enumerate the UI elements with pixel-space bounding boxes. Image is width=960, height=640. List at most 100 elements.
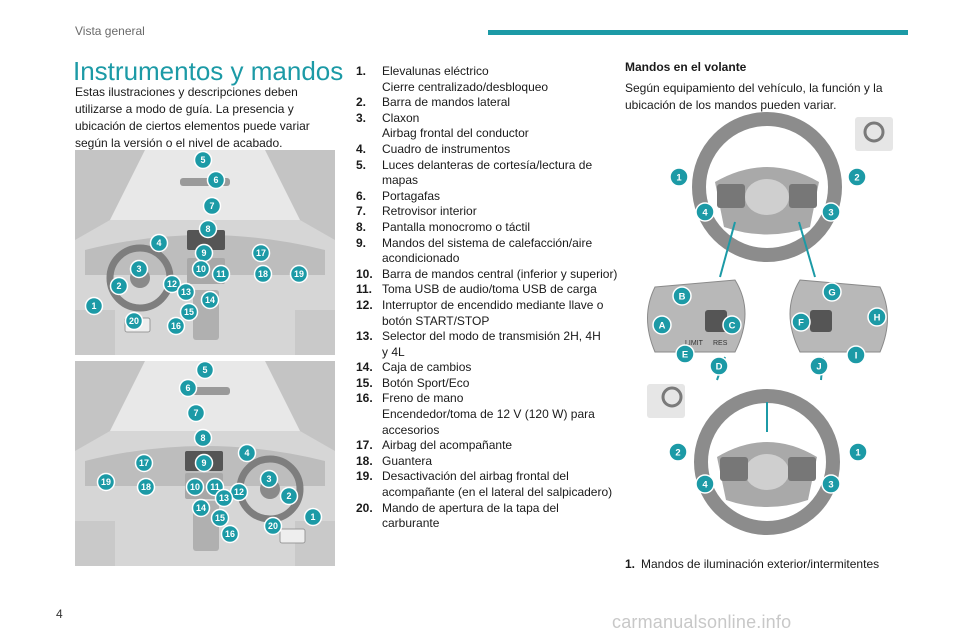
callout-bubble: 20 xyxy=(124,311,144,331)
steering-wheel-lhd xyxy=(692,112,893,278)
legend-item-line: Guantera xyxy=(382,453,433,468)
legend-item: 4.Cuadro de instrumentos xyxy=(356,142,621,158)
callout-label: 17 xyxy=(139,458,149,468)
callout-label: 6 xyxy=(186,383,191,393)
left-switch-pad: LIMIT RES xyxy=(647,279,746,353)
callout-bubble: A xyxy=(652,315,672,335)
callout-bubble: 11 xyxy=(211,264,231,284)
legend-item: 12.Interruptor de encendido mediante lla… xyxy=(356,298,621,329)
legend-item-number: 9. xyxy=(356,235,367,250)
legend-item-line: Barra de mandos central (inferior y supe… xyxy=(382,266,618,281)
legend-item-line: botón START/STOP xyxy=(382,313,490,328)
legend-item-number: 16. xyxy=(356,391,373,406)
legend-item-number: 15. xyxy=(356,375,373,390)
callout-label: 6 xyxy=(214,175,219,185)
callout-bubble: G xyxy=(822,282,842,302)
callout-bubble: 1 xyxy=(669,167,689,187)
legend-item: 9. Mandos del sistema de calefacción/aire… xyxy=(356,236,621,267)
callout-label: A xyxy=(659,320,666,331)
legend-item: 5.Luces delanteras de cortesía/lectura d… xyxy=(356,158,621,189)
legend-item-number: 14. xyxy=(356,360,373,375)
callout-bubble: 15 xyxy=(210,508,230,528)
callout-bubble: 2 xyxy=(668,442,688,462)
callout-label: 12 xyxy=(234,487,244,497)
callout-label: 10 xyxy=(196,264,206,274)
callout-bubble: 8 xyxy=(198,219,218,239)
legend-item-line: Retrovisor interior xyxy=(382,204,477,219)
callout-bubble: 13 xyxy=(176,282,196,302)
right-switch-pad xyxy=(789,279,888,353)
callout-bubble: 20 xyxy=(263,516,283,536)
legend-item-text: Barra de mandos central (inferior y supe… xyxy=(382,267,621,283)
callout-label: 4 xyxy=(245,448,250,458)
limit-label: LIMIT xyxy=(685,340,704,347)
callout-label: 12 xyxy=(167,279,177,289)
callout-label: F xyxy=(798,317,804,328)
legend-item-text: Pantalla monocromo o táctil xyxy=(382,220,621,236)
callout-bubble: 18 xyxy=(253,264,273,284)
legend-item-line: Airbag frontal del conductor xyxy=(382,126,529,141)
intro-paragraph: Estas ilustraciones y descripciones debe… xyxy=(75,85,310,150)
legend-item-text: Airbag del acompañante xyxy=(382,438,621,454)
legend-item: 15. Botón Sport/Eco xyxy=(356,376,621,392)
callout-bubble: 19 xyxy=(289,264,309,284)
legend-item-line: Selector del modo de transmisión 2H, 4H xyxy=(382,329,601,344)
callout-label: 1 xyxy=(676,172,681,183)
legend-item-text: Caja de cambios xyxy=(382,360,621,376)
callout-label: 16 xyxy=(171,321,181,331)
callout-label: 8 xyxy=(206,224,211,234)
legend-item: 8.Pantalla monocromo o táctil xyxy=(356,220,621,236)
legend-item: 13.Selector del modo de transmisión 2H, … xyxy=(356,329,621,360)
callout-label: 13 xyxy=(181,287,191,297)
legend-item: 18.Guantera xyxy=(356,454,621,470)
legend-item-line: Mandos del sistema de calefacción/aire xyxy=(382,235,593,250)
callout-bubble: 1 xyxy=(848,442,868,462)
callout-label: G xyxy=(828,287,835,298)
callout-label: 3 xyxy=(267,474,272,484)
callout-label: 15 xyxy=(215,513,225,523)
callout-label: 2 xyxy=(287,491,292,501)
callout-bubble: 7 xyxy=(202,196,222,216)
callout-label: 14 xyxy=(196,503,206,513)
legend-item-number: 11. xyxy=(356,282,373,297)
callout-label: 1 xyxy=(92,301,97,311)
legend-item-line: Claxon xyxy=(382,110,420,125)
callout-bubble: I xyxy=(846,345,866,365)
callout-bubble: 16 xyxy=(220,524,240,544)
callout-label: 17 xyxy=(256,248,266,258)
callout-bubble: 18 xyxy=(136,477,156,497)
callout-bubble: 1 xyxy=(84,296,104,316)
callout-bubble: J xyxy=(809,356,829,376)
callout-bubble: 6 xyxy=(178,378,198,398)
callout-bubble: 5 xyxy=(195,361,215,380)
callout-bubble: C xyxy=(722,315,742,335)
callout-label: B xyxy=(679,291,686,302)
legend-item-number: 17. xyxy=(356,438,373,453)
legend-item-line: Toma USB de audio/toma USB de carga xyxy=(382,282,597,297)
legend-item-line: Airbag del acompañante xyxy=(382,438,513,453)
callout-label: 3 xyxy=(828,479,833,490)
callout-bubble: 3 xyxy=(821,202,841,222)
legend-item: 11. Toma USB de audio/toma USB de carga xyxy=(356,282,621,298)
callout-bubble: 19 xyxy=(96,472,116,492)
callout-bubble: B xyxy=(672,286,692,306)
callout-label: 5 xyxy=(201,155,206,165)
callout-bubble: 14 xyxy=(191,498,211,518)
wheel-section-text: Según equipamiento del vehículo, la func… xyxy=(625,81,883,112)
legend-item-line: Luces delanteras de cortesía/lectura de xyxy=(382,157,593,172)
legend-item: 17. Airbag del acompañante xyxy=(356,438,621,454)
callout-label: 2 xyxy=(675,447,680,458)
callout-bubble: 3 xyxy=(129,259,149,279)
callout-bubble: 3 xyxy=(821,474,841,494)
callout-label: 11 xyxy=(216,269,225,279)
legend-item-line: Portagafas xyxy=(382,188,441,203)
callout-bubble: 6 xyxy=(206,170,226,190)
legend-item-text: Botón Sport/Eco xyxy=(382,376,621,392)
